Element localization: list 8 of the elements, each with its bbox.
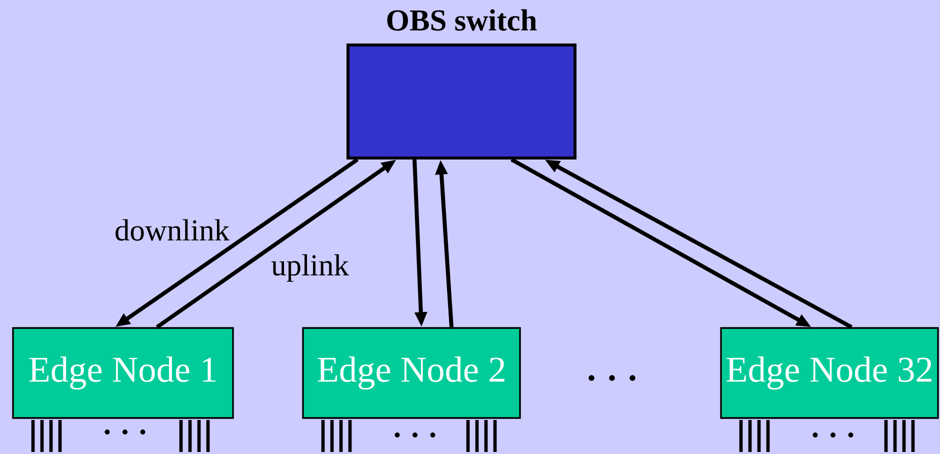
edge-label: downlink (113, 218, 231, 242)
ellipsis: . . . (588, 375, 636, 381)
switch-box: OBS switch (346, 9, 576, 160)
edge-node-box: Edge Node 2 (302, 327, 521, 419)
edge-label: uplink (270, 253, 350, 283)
edge-node-box: Edge Node 1 (12, 327, 234, 419)
edge-node-box: Edge Node 32 (720, 327, 939, 419)
node-label: OBS switch (387, 9, 537, 31)
